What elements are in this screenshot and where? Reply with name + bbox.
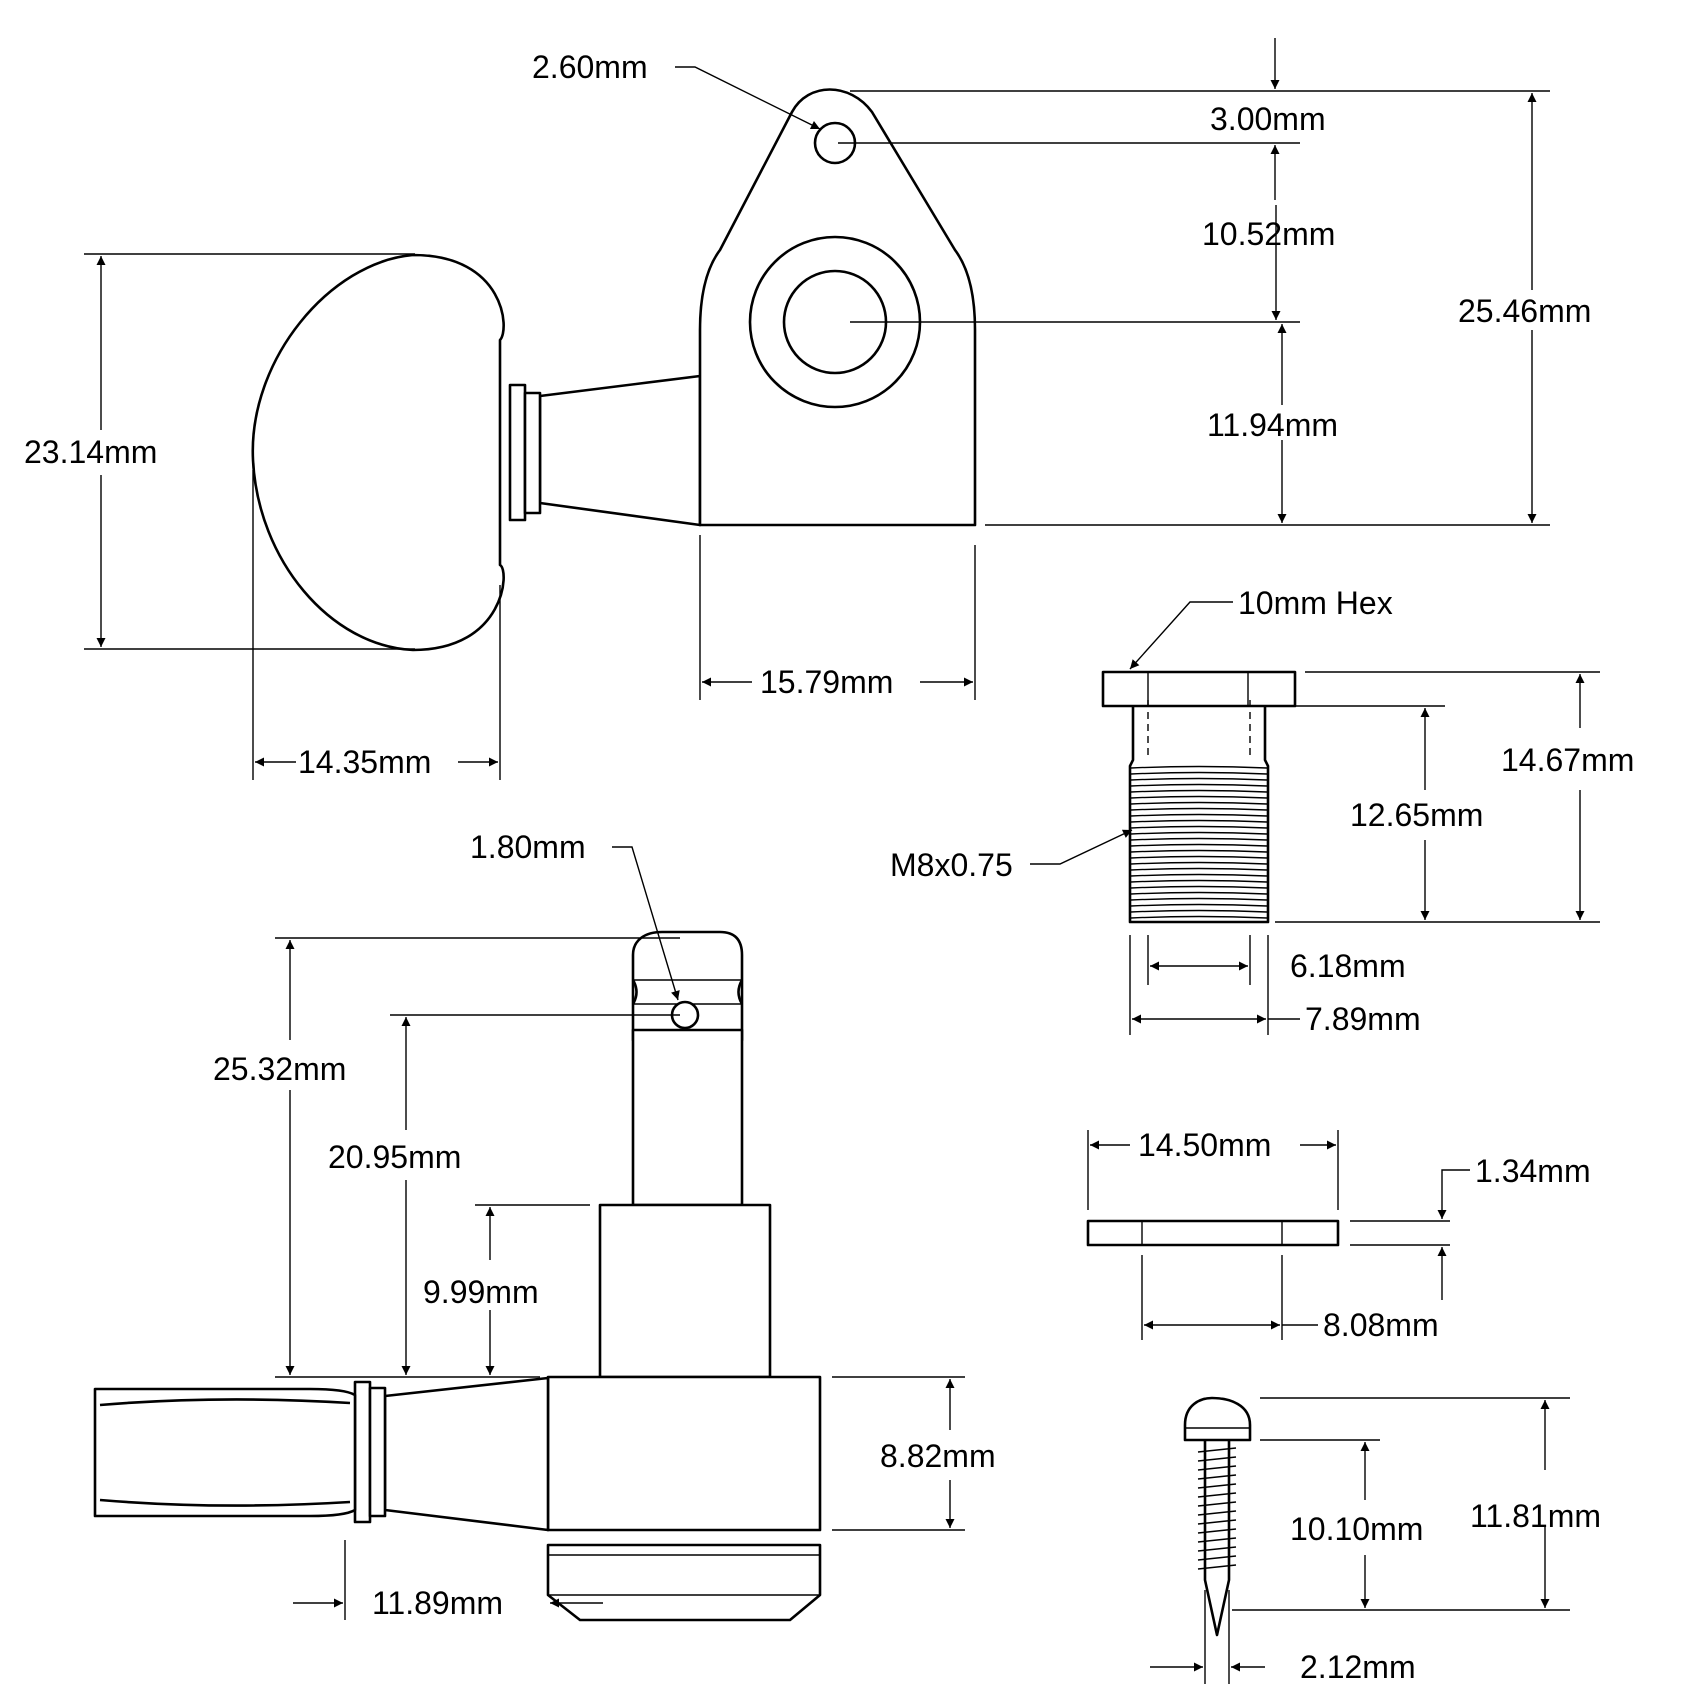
side-housing <box>546 1375 822 1532</box>
post-base <box>598 1203 772 1379</box>
label-side-shaft-length: 11.89mm <box>372 1585 503 1621</box>
button-shaft-top <box>538 374 702 527</box>
tuner-side-view: 1.80mm 25.32mm 20.95mm 9.99mm 8.82mm 11.… <box>93 829 996 1622</box>
label-bushing-inner: 6.18mm <box>1290 948 1406 984</box>
button-collar-ring-top <box>523 391 542 515</box>
label-hex: 10mm Hex <box>1238 585 1393 621</box>
screw-thread-line <box>1197 1465 1237 1471</box>
screw-thread-line <box>1197 1537 1237 1543</box>
label-washer-diameter: 14.50mm <box>1138 1127 1271 1163</box>
side-button <box>93 1387 357 1518</box>
label-washer-bore: 8.08mm <box>1323 1307 1439 1343</box>
screw-thread-line <box>1197 1447 1237 1453</box>
side-button-edge <box>99 1498 351 1507</box>
screw-thread-line <box>1197 1528 1237 1534</box>
thread-line <box>1130 873 1268 877</box>
label-screw-length: 11.81mm <box>1470 1498 1601 1534</box>
label-post-base-height: 9.99mm <box>423 1274 539 1310</box>
string-post-cap <box>631 930 744 1042</box>
thread-line <box>1130 825 1268 829</box>
label-washer-thickness: 1.34mm <box>1475 1153 1591 1189</box>
label-bore-to-bottom: 11.94mm <box>1207 407 1338 443</box>
screw-view: 10.10mm 11.81mm 2.12mm <box>1150 1396 1601 1684</box>
screw-thread-line <box>1197 1510 1237 1516</box>
screw-thread-line <box>1197 1555 1237 1561</box>
washer-view: 14.50mm 1.34mm 8.08mm <box>1086 1127 1591 1343</box>
thread-line <box>1130 849 1268 853</box>
label-string-hole: 1.80mm <box>470 829 586 865</box>
screw-thread-line <box>1197 1564 1237 1570</box>
label-bushing-length: 14.67mm <box>1501 742 1634 778</box>
thread-line <box>1130 843 1268 847</box>
thread-line <box>1130 897 1268 901</box>
thread-line <box>1130 813 1268 817</box>
thread-line <box>1130 819 1268 823</box>
label-bushing-outer: 7.89mm <box>1305 1001 1421 1037</box>
tuner-top-view: 2.60mm 3.00mm 10.52mm 11.94mm 25.46mm 23… <box>24 38 1591 780</box>
thread-line <box>1130 867 1268 871</box>
side-collar-ring <box>368 1386 387 1518</box>
thread-line <box>1130 765 1268 769</box>
screw-thread-line <box>1197 1456 1237 1462</box>
thread-line <box>1130 879 1268 883</box>
thread-line <box>1130 783 1268 787</box>
bushing-thread <box>1128 706 1270 924</box>
thread-line <box>1130 915 1268 919</box>
screw-thread-line <box>1197 1519 1237 1525</box>
label-hole-to-bore: 10.52mm <box>1202 216 1335 252</box>
side-shaft <box>383 1376 550 1532</box>
thread-line <box>1130 777 1268 781</box>
post-groove <box>631 979 638 1005</box>
thread-line <box>1130 885 1268 889</box>
string-post <box>631 1028 744 1207</box>
screw-thread-line <box>1197 1474 1237 1480</box>
button-collar-top <box>508 383 527 522</box>
label-post-hole-diameter: 2.60mm <box>532 49 648 85</box>
label-string-hole-height: 20.95mm <box>328 1139 461 1175</box>
tuner-button-top <box>251 253 505 652</box>
screw-thread-lines <box>1197 1447 1237 1570</box>
label-thread-length: 12.65mm <box>1350 797 1483 833</box>
label-button-height: 23.14mm <box>24 434 157 470</box>
washer <box>1086 1219 1340 1247</box>
gear-cover <box>546 1543 822 1622</box>
label-screw-diameter: 2.12mm <box>1300 1649 1416 1684</box>
label-hole-to-top: 3.00mm <box>1210 101 1326 137</box>
screw-thread-line <box>1197 1492 1237 1498</box>
thread-line <box>1130 855 1268 859</box>
screw-thread-line <box>1197 1483 1237 1489</box>
thread-line <box>1130 807 1268 811</box>
thread-line <box>1130 909 1268 913</box>
bushing-hex-flange <box>1101 670 1297 708</box>
thread-line <box>1130 831 1268 835</box>
thread-line <box>1130 771 1268 775</box>
thread-lines <box>1130 765 1268 919</box>
label-side-housing-height: 8.82mm <box>880 1438 996 1474</box>
thread-line <box>1130 801 1268 805</box>
label-thread-spec: M8x0.75 <box>890 847 1013 883</box>
screw-thread-line <box>1197 1501 1237 1507</box>
thread-line <box>1130 861 1268 865</box>
label-screw-thread-length: 10.10mm <box>1290 1511 1423 1547</box>
thread-line <box>1130 837 1268 841</box>
screw-head <box>1183 1396 1252 1442</box>
label-button-width: 14.35mm <box>298 744 431 780</box>
label-housing-width: 15.79mm <box>760 664 893 700</box>
screw-shank <box>1203 1440 1231 1637</box>
thread-line <box>1130 789 1268 793</box>
label-housing-height: 25.46mm <box>1458 293 1591 329</box>
post-groove <box>737 979 744 1005</box>
screw-thread-line <box>1197 1546 1237 1552</box>
thread-line <box>1130 903 1268 907</box>
thread-line <box>1130 795 1268 799</box>
side-button-edge <box>99 1398 351 1407</box>
thread-line <box>1130 891 1268 895</box>
side-collar <box>353 1380 372 1524</box>
label-post-height: 25.32mm <box>213 1051 346 1087</box>
bushing-view: 10mm Hex 14.67mm 12.65mm M8x0.75 6.18mm … <box>890 585 1634 1037</box>
